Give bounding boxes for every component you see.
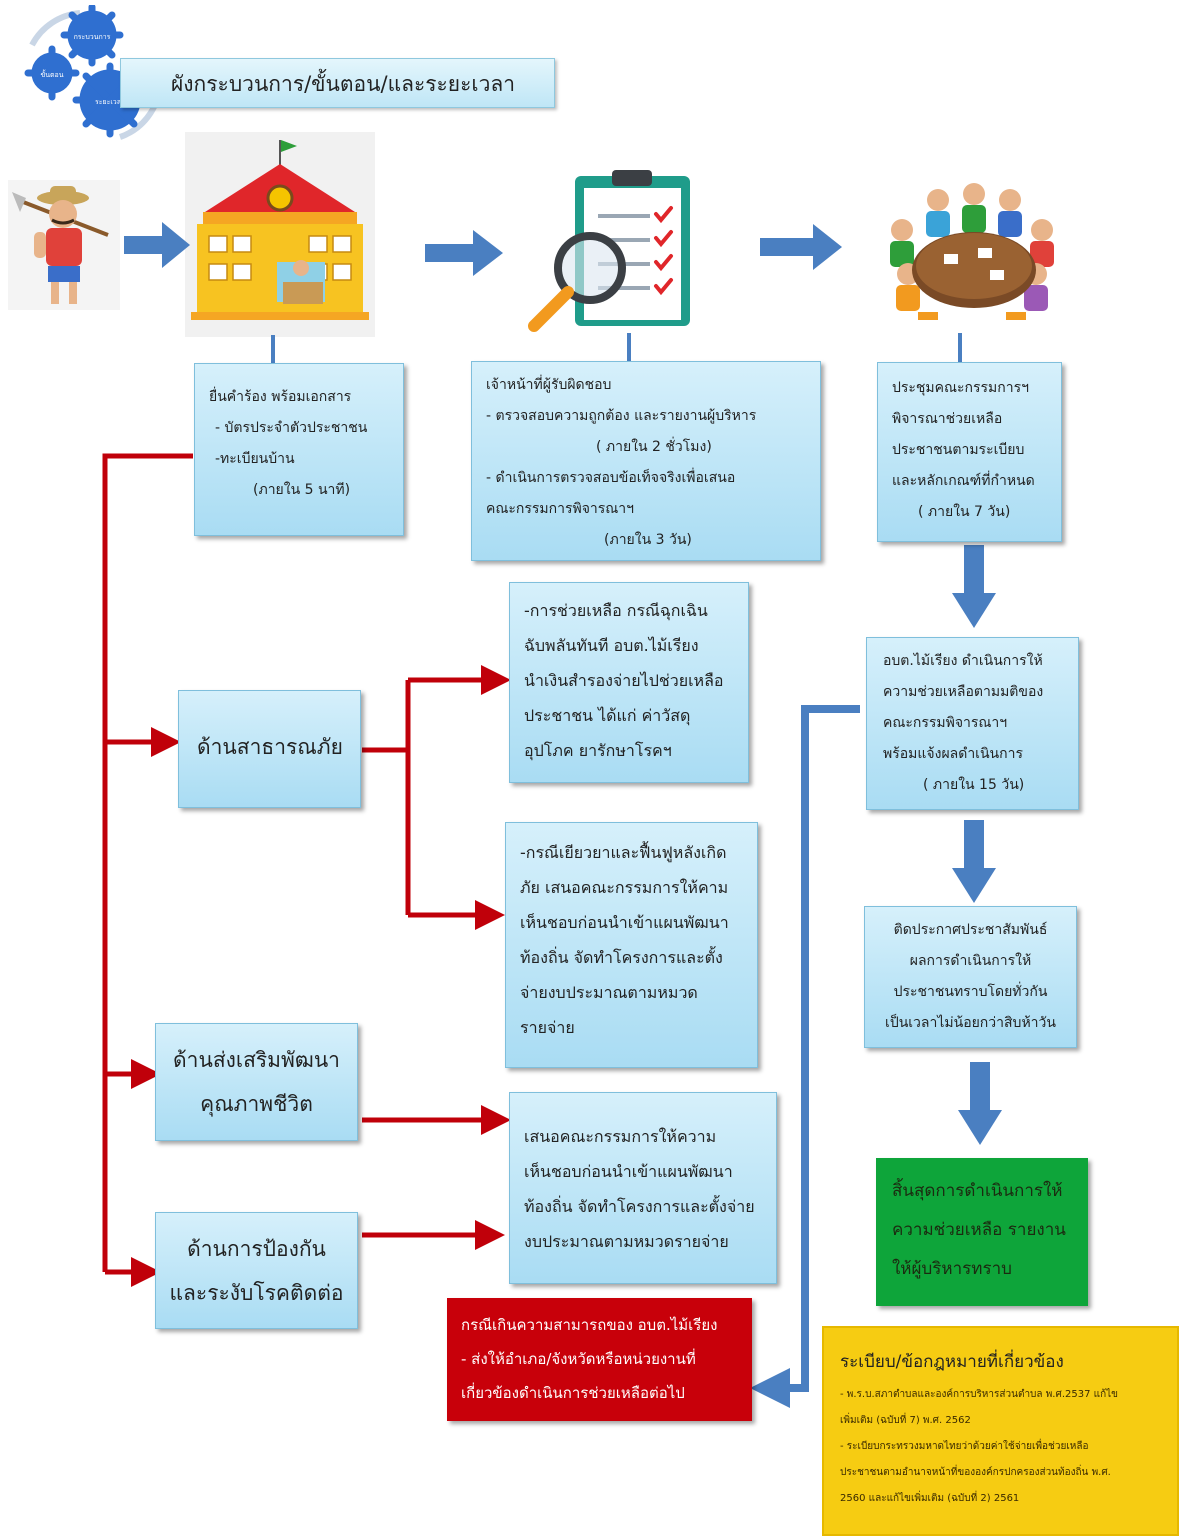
end-process-box: สิ้นสุดการดำเนินการให้ ความช่วยเหลือ ราย… xyxy=(876,1158,1088,1306)
step2-officer-check: เจ้าหน้าที่ผู้รับผิดชอบ - ตรวจสอบความถูก… xyxy=(471,361,821,561)
emergency-line-1: -การช่วยเหลือ กรณีฉุกเฉิน xyxy=(524,601,708,620)
emergency-assistance-box: -การช่วยเหลือ กรณีฉุกเฉิน ฉับพลันทันที อ… xyxy=(509,582,749,783)
step2-line-2: - ตรวจสอบความถูกต้อง และรายงานผู้บริหาร xyxy=(486,408,757,424)
regulations-line-4: ประชาชนตามอำนาจหน้าที่ขององค์กรปกครองส่ว… xyxy=(840,1467,1111,1478)
step5-line-2: ผลการดำเนินการให้ xyxy=(909,953,1032,969)
recovery-line-3: เห็นชอบก่อนนำเข้าแผนพัฒนา xyxy=(520,913,729,932)
down-arrow-2 xyxy=(952,820,996,903)
proposal-line-1: เสนอคณะกรรมการให้ความ xyxy=(524,1127,717,1146)
step1-line-1: ยื่นคำร้อง พร้อมเอกสาร xyxy=(209,389,352,405)
emergency-line-2: ฉับพลันทันที อบต.ไม้เรียง xyxy=(524,636,699,655)
page-title: ผังกระบวนการ/ขั้นตอน/และระยะเวลา xyxy=(120,58,555,108)
regulations-line-1: - พ.ร.บ.สภาตำบลและองค์การบริหารส่วนตำบล … xyxy=(840,1389,1118,1400)
step4-provide-assistance: อบต.ไม้เรียง ดำเนินการให้ ความช่วยเหลือต… xyxy=(866,637,1079,810)
regulations-line-2: เพิ่มเติม (ฉบับที่ 7) พ.ศ. 2562 xyxy=(840,1415,971,1426)
exceed-line-2: - ส่งให้อำเภอ/จังหวัดหรือหน่วยงานที่ xyxy=(461,1350,696,1368)
gear-label-process: กระบวนการ xyxy=(74,33,111,41)
exceed-capacity-box: กรณีเกินความสามารถของ อบต.ไม้เรียง - ส่ง… xyxy=(447,1298,752,1421)
category-quality-line-1: ด้านส่งเสริมพัฒนา xyxy=(173,1048,340,1072)
category-quality-line-2: คุณภาพชีวิต xyxy=(200,1092,313,1116)
end-line-3: ให้ผู้บริหารทราบ xyxy=(892,1259,1012,1279)
step3-line-1: ประชุมคณะกรรมการฯ xyxy=(892,380,1029,396)
flow-arrow-1 xyxy=(124,222,190,268)
recovery-line-6: รายจ่าย xyxy=(520,1018,575,1037)
proposal-box: เสนอคณะกรรมการให้ความ เห็นชอบก่อนนำเข้าแ… xyxy=(509,1092,777,1284)
stem-lines xyxy=(271,333,962,364)
step4-line-5: ( ภายใน 15 วัน) xyxy=(923,777,1025,793)
step5-line-1: ติดประกาศประชาสัมพันธ์ xyxy=(893,922,1048,938)
emergency-line-4: ประชาชน ได้แก่ ค่าวัสดุ xyxy=(524,706,691,725)
step5-line-3: ประชาชนทราบโดยทั่วกัน xyxy=(893,984,1048,1000)
recovery-line-4: ท้องถิ่น จัดทำโครงการและตั้ง xyxy=(520,948,723,967)
step2-line-5: คณะกรรมการพิจารณาฯ xyxy=(486,501,634,517)
category-disaster: ด้านสาธารณภัย xyxy=(178,690,361,808)
regulations-box: ระเบียบ/ข้อกฎหมายที่เกี่ยวข้อง - พ.ร.บ.ส… xyxy=(822,1326,1179,1536)
farmer-icon xyxy=(8,180,120,310)
regulations-title: ระเบียบ/ข้อกฎหมายที่เกี่ยวข้อง xyxy=(840,1352,1064,1372)
category-disaster-label: ด้านสาธารณภัย xyxy=(197,735,343,759)
step4-line-3: คณะกรรมพิจารณาฯ xyxy=(883,715,1008,731)
recovery-box: -กรณีเยียวยาและฟื้นฟูหลังเกิด ภัย เสนอคณ… xyxy=(505,822,758,1068)
exceed-line-1: กรณีเกินความสามารถของ อบต.ไม้เรียง xyxy=(461,1316,718,1334)
step2-line-4: - ดำเนินการตรวจสอบข้อเท็จจริงเพื่อเสนอ xyxy=(486,470,736,486)
category-disease-control: ด้านการป้องกัน และระงับโรคติดต่อ xyxy=(155,1212,358,1329)
emergency-line-5: อุปโภค ยารักษาโรคฯ xyxy=(524,741,672,760)
recovery-line-2: ภัย เสนอคณะกรรมการให้คาม xyxy=(520,878,729,897)
building-icon xyxy=(185,132,375,337)
step4-line-2: ความช่วยเหลือตามมติของ xyxy=(883,684,1044,700)
gear-label-steps: ขั้นตอน xyxy=(40,68,63,79)
regulations-line-3: - ระเบียบกระทรวงมหาดไทยว่าด้วยค่าใช้จ่าย… xyxy=(840,1441,1089,1452)
step3-line-5: ( ภายใน 7 วัน) xyxy=(918,504,1011,520)
escalation-connector xyxy=(750,705,860,1408)
recovery-line-5: จ่ายงบประมาณตามหมวด xyxy=(520,983,698,1002)
step1-submit-request: ยื่นคำร้อง พร้อมเอกสาร - บัตรประจำตัวประ… xyxy=(194,363,404,536)
emergency-line-3: นำเงินสำรองจ่ายไปช่วยเหลือ xyxy=(524,671,724,690)
end-line-2: ความช่วยเหลือ รายงาน xyxy=(892,1220,1066,1240)
category-quality-of-life: ด้านส่งเสริมพัฒนา คุณภาพชีวิต xyxy=(155,1023,358,1141)
exceed-line-3: เกี่ยวข้องดำเนินการช่วยเหลือต่อไป xyxy=(461,1384,685,1402)
step3-line-4: และหลักเกณฑ์ที่กำหนด xyxy=(892,473,1035,489)
flow-arrow-3 xyxy=(760,224,842,270)
gear-label-duration: ระยะเวลา xyxy=(95,98,125,106)
step3-line-2: พิจารณาช่วยเหลือ xyxy=(892,411,1003,427)
step2-line-1: เจ้าหน้าที่ผู้รับผิดชอบ xyxy=(486,377,612,393)
step2-line-6: (ภายใน 3 วัน) xyxy=(604,532,692,548)
meeting-group-icon xyxy=(878,178,1066,333)
step1-line-3: -ทะเบียนบ้าน xyxy=(215,451,295,467)
down-arrow-1 xyxy=(952,545,996,628)
step5-line-4: เป็นเวลาไม่น้อยกว่าสิบห้าวัน xyxy=(885,1015,1056,1031)
red-split xyxy=(362,747,411,915)
checklist-magnifier-icon xyxy=(520,168,695,333)
step4-line-1: อบต.ไม้เรียง ดำเนินการให้ xyxy=(883,653,1043,669)
recovery-line-1: -กรณีเยียวยาและฟื้นฟูหลังเกิด xyxy=(520,843,727,862)
step1-line-4: (ภายใน 5 นาที) xyxy=(253,482,351,498)
header-gears: กระบวนการ ขั้นตอน ระยะเวลา xyxy=(10,3,170,145)
step3-committee-meeting: ประชุมคณะกรรมการฯ พิจารณาช่วยเหลือ ประชา… xyxy=(877,362,1062,542)
proposal-line-4: งบประมาณตามหมวดรายจ่าย xyxy=(524,1232,729,1251)
end-line-1: สิ้นสุดการดำเนินการให้ xyxy=(892,1181,1063,1201)
category-disease-line-1: ด้านการป้องกัน xyxy=(187,1237,326,1261)
proposal-line-2: เห็นชอบก่อนนำเข้าแผนพัฒนา xyxy=(524,1162,733,1181)
proposal-line-3: ท้องถิ่น จัดทำโครงการและตั้งจ่าย xyxy=(524,1197,755,1216)
step3-line-3: ประชาชนตามระเบียบ xyxy=(892,442,1025,458)
red-trunk xyxy=(102,453,193,1272)
regulations-line-5: 2560 และแก้ไขเพิ่มเติม (ฉบับที่ 2) 2561 xyxy=(840,1493,1020,1504)
step5-public-announcement: ติดประกาศประชาสัมพันธ์ ผลการดำเนินการให้… xyxy=(864,906,1077,1048)
step4-line-4: พร้อมแจ้งผลดำเนินการ xyxy=(883,746,1023,762)
category-disease-line-2: และระงับโรคติดต่อ xyxy=(169,1281,344,1305)
down-arrow-3 xyxy=(958,1062,1002,1145)
flow-arrow-2 xyxy=(425,230,503,276)
step2-line-3: ( ภายใน 2 ชั่วโมง) xyxy=(596,439,712,455)
step1-line-2: - บัตรประจำตัวประชาชน xyxy=(215,420,368,436)
